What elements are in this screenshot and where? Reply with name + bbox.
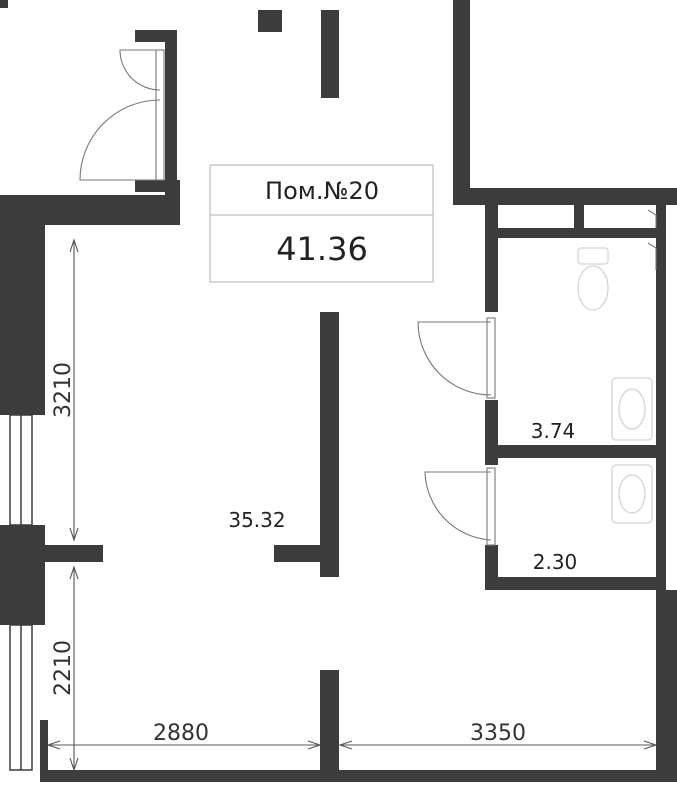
wall-right-step <box>453 188 677 205</box>
main-room-area: 35.32 <box>228 508 285 532</box>
sink-icon <box>611 377 653 441</box>
walls <box>0 0 677 782</box>
wall-corridor-right <box>165 42 177 192</box>
wall-bath-bottom <box>485 577 665 590</box>
bathroom-area: 3.74 <box>531 419 576 443</box>
washroom-sink-icon <box>611 464 653 524</box>
wall-top-notch <box>258 10 282 32</box>
wall-bath-left-top <box>485 205 498 312</box>
wall-bottom-center <box>320 670 339 780</box>
wall-central-stub <box>274 545 339 562</box>
washroom-area: 2.30 <box>533 550 578 574</box>
wall-bath-divider <box>485 445 665 458</box>
fixtures <box>577 209 657 524</box>
wall-bath-right <box>656 205 666 590</box>
wall-bottom <box>40 770 677 782</box>
wall-bath-shelf-post <box>574 205 584 228</box>
toilet-icon <box>577 247 609 311</box>
wall-central-partition <box>320 312 339 577</box>
total-area: 41.36 <box>276 230 368 268</box>
wall-bath-shelf <box>485 228 665 238</box>
wall-top-corridor <box>135 30 177 42</box>
wall-top-left <box>0 0 8 8</box>
wall-left-bottom <box>40 720 48 780</box>
door-bathroom <box>417 321 492 396</box>
dimension-width-left: 2880 <box>153 721 209 746</box>
label-box: Пом.№20 41.36 <box>209 164 434 283</box>
dimension-height-upper: 3210 <box>51 362 76 418</box>
dimensions: 3210 2210 2880 3350 <box>46 238 658 772</box>
windows <box>9 414 33 771</box>
wall-left-upper <box>0 195 45 415</box>
premise-number: Пом.№20 <box>265 177 379 205</box>
dimension-height-lower: 2210 <box>51 640 76 696</box>
door-washroom <box>424 471 492 541</box>
wall-left-middle <box>0 525 45 625</box>
wall-right-lower <box>656 590 677 780</box>
wall-right-upper <box>453 0 470 200</box>
wall-left-stub <box>45 545 103 562</box>
doors <box>79 49 496 546</box>
dimension-width-right: 3350 <box>470 721 526 746</box>
wall-top-center <box>321 10 339 98</box>
door-corridor <box>79 99 161 181</box>
